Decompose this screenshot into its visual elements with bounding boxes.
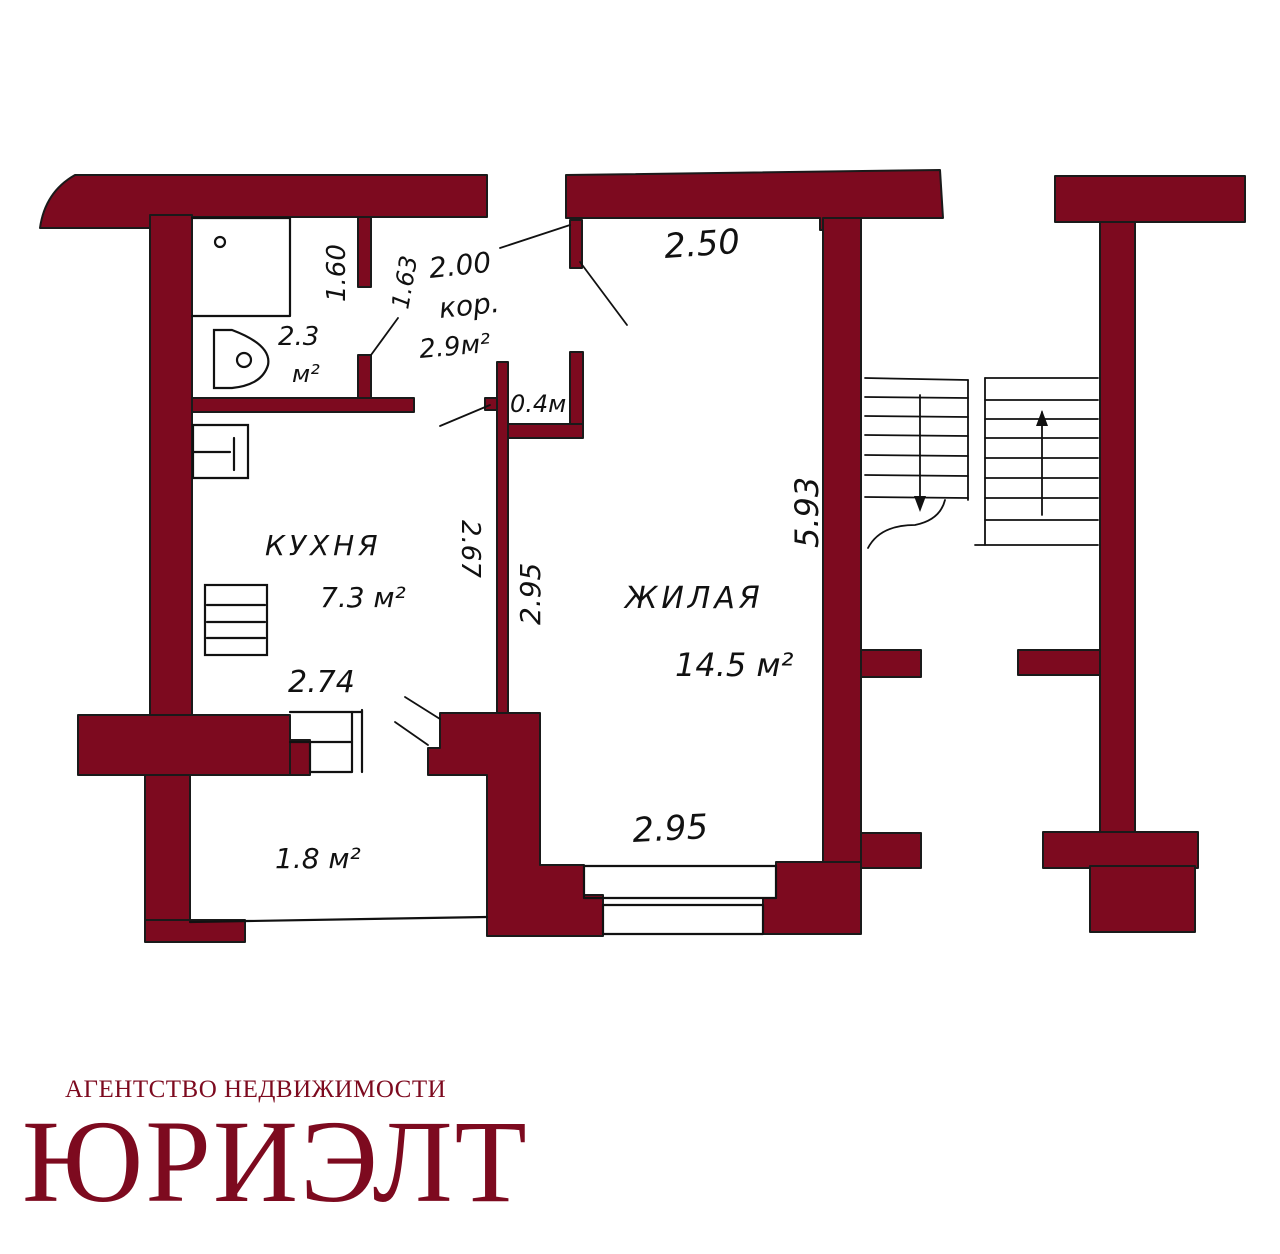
stairs-left: [864, 377, 969, 549]
wall-right-stub: [1017, 649, 1101, 676]
bath-area-unit: м²: [292, 360, 320, 388]
dim-kitchen-width: 2.74: [288, 665, 355, 700]
wall-right-base: [1089, 865, 1196, 933]
plan-lines: [188, 216, 778, 936]
door-swing-balcony-1: [404, 696, 441, 720]
balcony-edge: [188, 915, 489, 924]
kitchen-area: 7.3 м²: [320, 581, 406, 614]
agency-logo-name: ЮРИЭЛТ: [22, 1096, 529, 1227]
wall-kitchen-exit: [427, 712, 604, 937]
window-lower: [601, 903, 765, 936]
dim-bath-width: 1.63: [386, 254, 423, 311]
wall-door-stub: [569, 219, 583, 269]
wall-stair-stub-1: [860, 649, 922, 678]
wall-right-foot: [1042, 831, 1199, 869]
dim-living-length: 5.93: [788, 477, 826, 548]
wall-left-foot: [144, 919, 246, 943]
cabinet: [288, 710, 354, 774]
shower-tray: [190, 216, 292, 318]
dim-kitchen-right: 2.95: [514, 563, 547, 625]
dim-living-bottom: 2.95: [631, 807, 709, 851]
wall-bath-stub: [357, 216, 372, 288]
wall-stair-stub-2: [860, 832, 922, 869]
stairwell: [864, 377, 1099, 549]
labels: 2.00 2.50 1.60 1.63 кор. 2.9м² 2.3 м² 0.…: [265, 222, 826, 875]
wall-right-vertical: [1099, 221, 1136, 933]
dim-living-top: 2.50: [663, 222, 741, 267]
wall-top-right: [1054, 175, 1246, 223]
toilet-seat-icon: [235, 351, 253, 369]
stairs-right: [974, 377, 1099, 546]
wall-bath-mid: [357, 354, 372, 401]
corridor-name: кор.: [437, 286, 501, 325]
wall-living-right: [822, 217, 862, 871]
balcony-area: 1.8 м²: [275, 842, 361, 875]
shower-drain-icon: [213, 235, 227, 249]
corridor-area: 2.9м²: [418, 329, 492, 365]
wall-bath-bottom: [191, 397, 415, 413]
door-swing-kitchen: [439, 404, 491, 427]
wall-top-left: [39, 174, 488, 229]
stove-icon: [203, 583, 269, 657]
bath-area-value: 2.3: [278, 322, 319, 352]
wall-closet-bottom: [499, 423, 584, 439]
wall-slab-mid: [289, 739, 311, 776]
arrow-down-icon: [914, 394, 926, 512]
window-upper: [582, 864, 778, 900]
wall-left-upper: [149, 214, 193, 718]
dim-bath-height: 1.60: [322, 244, 352, 302]
wall-partition: [496, 361, 509, 715]
closet-area: 0.4м: [510, 390, 566, 418]
leader-corridor: [499, 224, 571, 249]
dim-corridor-width: 2.00: [427, 246, 492, 285]
wall-left-lower: [144, 774, 191, 941]
kitchen-name: КУХНЯ: [265, 529, 382, 562]
agency-subtitle: АГЕНТСТВО НЕДВИЖИМОСТИ: [65, 1076, 447, 1103]
wall-slab-left: [77, 714, 291, 776]
door-swing-balcony-2: [394, 721, 429, 746]
wall-top-middle: [565, 169, 944, 231]
fixtures: [191, 235, 270, 657]
living-name: ЖИЛАЯ: [623, 581, 764, 616]
leader-bath: [370, 317, 399, 356]
door-swing-living: [579, 261, 628, 326]
wall-living-bottom: [762, 861, 862, 935]
dim-kitchen-length: 2.67: [455, 520, 485, 578]
walls: [39, 169, 1246, 943]
arrow-up-icon: [1036, 410, 1048, 516]
living-area: 14.5 м²: [675, 646, 794, 684]
